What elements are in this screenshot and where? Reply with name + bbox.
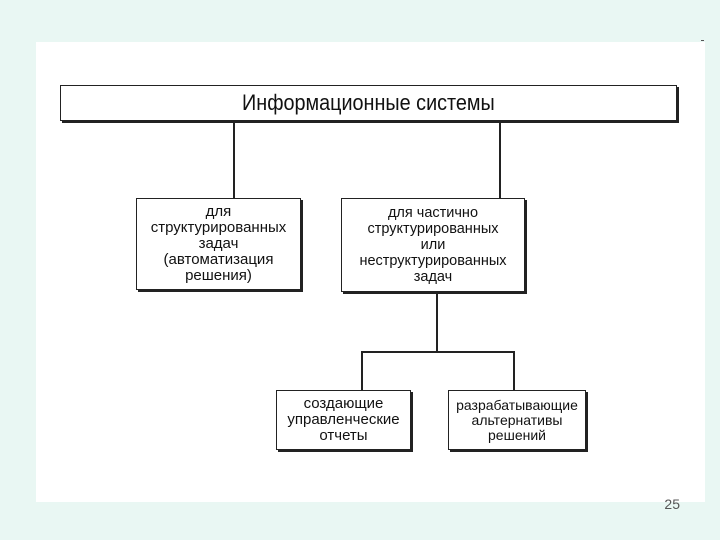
node-structured-tasks: для структурированных задач (автоматизац…	[136, 198, 301, 290]
node-management-reports-label: создающие управленческие отчеты	[287, 395, 400, 444]
diagram-title: Информационные системы	[242, 90, 495, 115]
node-decision-alternatives: разрабатывающие альтернативы решений	[448, 390, 586, 450]
page-number: 25	[664, 496, 680, 512]
connector-branch-to-reports	[361, 351, 363, 390]
node-decision-alternatives-label: разрабатывающие альтернативы решений	[456, 396, 578, 443]
connector-branch-to-alternatives	[513, 351, 515, 390]
connector-semi-down	[436, 292, 438, 352]
node-semi-structured-tasks-label: для частично структурированных или нестр…	[359, 205, 507, 285]
node-semi-structured-tasks: для частично структурированных или нестр…	[341, 198, 525, 292]
connector-title-to-structured-vertical	[233, 121, 235, 198]
connector-title-to-semi-vertical	[499, 121, 501, 198]
diagram-title-box: Информационные системы	[60, 85, 677, 121]
node-structured-tasks-label: для структурированных задач (автоматизац…	[150, 203, 287, 284]
node-management-reports: создающие управленческие отчеты	[276, 390, 411, 450]
connector-branch-horizontal	[361, 351, 515, 353]
corner-mark	[701, 40, 704, 41]
